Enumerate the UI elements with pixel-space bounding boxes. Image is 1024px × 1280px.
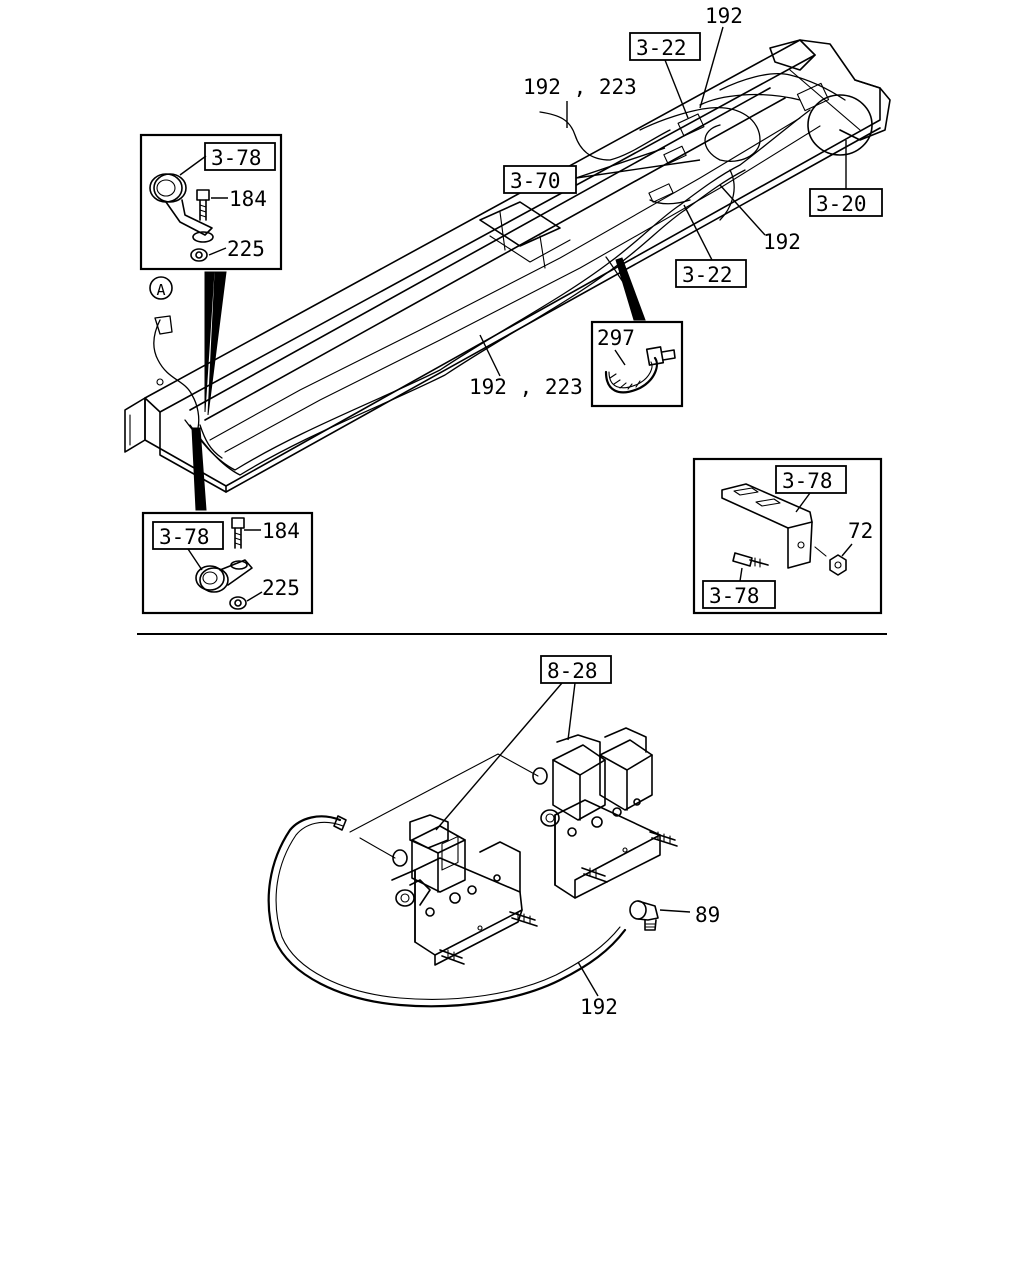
part-225-upper: 225: [227, 237, 265, 261]
ref-3-78-right-top: 3-78: [782, 469, 833, 493]
upper-callouts: 192 3-22 192 , 223 3-70 3-20 192 3-22 19…: [469, 4, 883, 399]
ref-3-78-topleft: 3-78: [211, 146, 262, 170]
detail-box-297: 297: [590, 320, 684, 408]
view-a-marker: A: [149, 276, 173, 300]
part-297: 297: [597, 326, 635, 350]
part-192-223-top: 192 , 223: [523, 75, 637, 99]
part-192-223-mid: 192 , 223: [469, 375, 583, 399]
ref-3-78-right-bottom: 3-78: [709, 584, 760, 608]
part-89: 89: [695, 903, 720, 927]
solenoid-assembly: 8-28: [267, 655, 720, 1019]
ref-3-20: 3-20: [816, 192, 867, 216]
ref-3-22-mid: 3-22: [682, 263, 733, 287]
detail-box-bracket: 3-78 3-78 72: [692, 457, 883, 615]
ref-8-28: 8-28: [547, 659, 598, 683]
part-184-upper: 184: [229, 187, 267, 211]
detail-box-clamp-upper: 3-78 184 225: [139, 133, 283, 271]
ref-3-78-bottomleft: 3-78: [159, 525, 210, 549]
detail-pointers: [191, 257, 646, 511]
detail-box-clamp-lower: 3-78 184 225: [141, 511, 314, 615]
part-192-right: 192: [763, 230, 801, 254]
part-192-bottom: 192: [580, 995, 618, 1019]
ref-3-22-top: 3-22: [636, 36, 687, 60]
part-225-lower: 225: [262, 576, 300, 600]
part-72: 72: [848, 519, 873, 543]
ref-3-70: 3-70: [510, 169, 561, 193]
view-a-label: A: [156, 281, 165, 299]
part-184-lower: 184: [262, 519, 300, 543]
chassis-frame: [124, 39, 891, 493]
part-192-top: 192: [705, 4, 743, 28]
